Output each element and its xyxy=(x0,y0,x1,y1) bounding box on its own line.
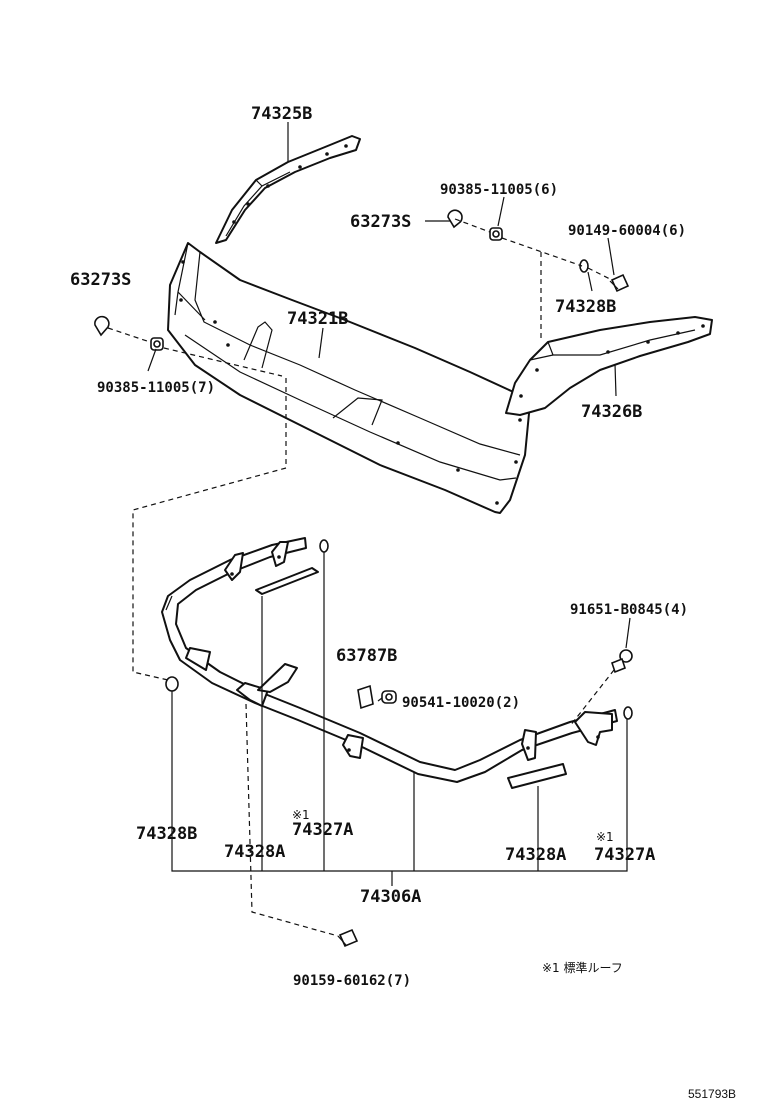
label-74327a-left: 74327A xyxy=(292,820,353,840)
cap-63787b xyxy=(357,684,374,710)
clip-63273s-top xyxy=(447,209,463,229)
label-90541-10020-2: 90541-10020(2) xyxy=(402,695,520,711)
label-90149-60004-6: 90149-60004(6) xyxy=(568,223,686,239)
label-74306a: 74306A xyxy=(360,887,421,907)
deflector-main-panel xyxy=(167,242,531,514)
label-91651-b0845-4: 91651-B0845(4) xyxy=(570,602,688,618)
label-90385-11005-7: 90385-11005(7) xyxy=(97,380,215,396)
washer-74328b-top xyxy=(579,259,589,273)
washer-74328b-bottom xyxy=(165,676,179,692)
label-63273s-left: 63273S xyxy=(70,270,131,290)
label-74321b: 74321B xyxy=(287,309,348,329)
diagram-reference-code: 551793B xyxy=(688,1087,736,1101)
deflector-right-piece xyxy=(505,316,713,416)
label-74328a-right: 74328A xyxy=(505,845,566,865)
pad-74328a-left xyxy=(255,567,319,595)
washer-74327a-left xyxy=(319,539,329,553)
label-74326b: 74326B xyxy=(581,402,642,422)
screw-90149 xyxy=(609,273,630,293)
label-63273s-top: 63273S xyxy=(350,212,411,232)
leader-lines xyxy=(147,122,631,886)
deflector-left-piece xyxy=(215,135,361,244)
screw-90159 xyxy=(337,928,359,948)
label-74325b: 74325B xyxy=(251,104,312,124)
label-63787b: 63787B xyxy=(336,646,397,666)
nut-90541 xyxy=(381,690,397,704)
label-74328a-left: 74328A xyxy=(224,842,285,862)
label-90159-60162-7: 90159-60162(7) xyxy=(293,973,411,989)
nut-90385-left xyxy=(150,337,164,351)
roof-rail-frame xyxy=(161,537,618,783)
legend-note: ※1 標準ルーフ xyxy=(542,960,623,975)
bolt-91651 xyxy=(611,649,633,674)
clip-63273s-left xyxy=(94,315,110,337)
nut-90385-top xyxy=(489,227,503,241)
label-74328b-top: 74328B xyxy=(555,297,616,317)
label-74327a-right: 74327A xyxy=(594,845,655,865)
label-74328b-bottom: 74328B xyxy=(136,824,197,844)
note-mark-1: ※1 xyxy=(292,808,310,822)
washer-74327a-right xyxy=(623,706,633,720)
pad-74328a-right xyxy=(507,763,567,789)
label-90385-11005-6: 90385-11005(6) xyxy=(440,182,558,198)
note-mark-2: ※1 xyxy=(596,830,614,844)
